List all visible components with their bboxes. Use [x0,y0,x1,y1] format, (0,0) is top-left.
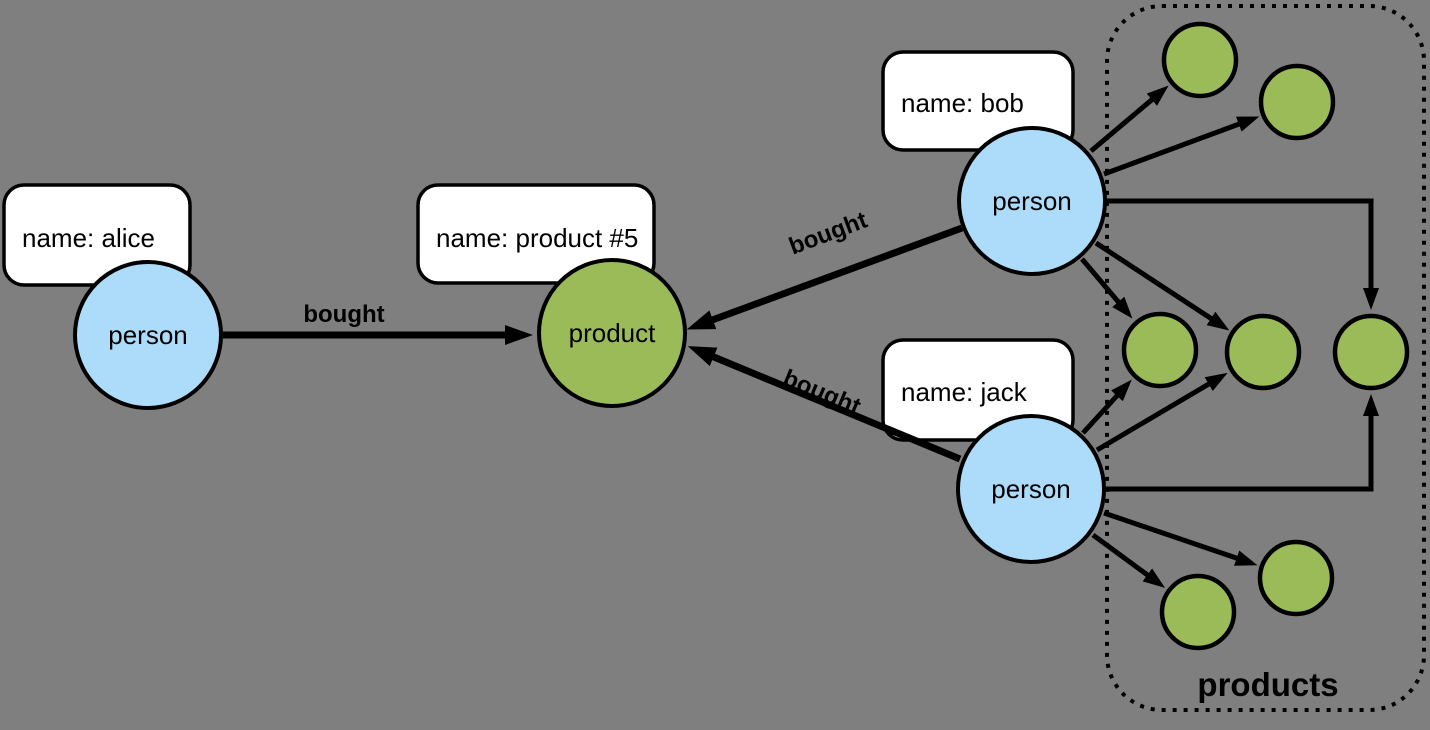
edge-bob-product-d [1094,240,1230,331]
product5-name-box [416,183,656,285]
bob-node-label: person [992,186,1072,216]
products-group-border [1105,4,1426,712]
alice-node-label: person [108,320,188,350]
edge-bob-product-a [1089,85,1169,153]
products-group-label: products [1197,666,1338,703]
product-node-circle-3 [1121,311,1199,389]
jack-node-circle [956,414,1106,564]
alice-name-text: name: alice [22,223,155,253]
edge-bob-product-e [1105,198,1379,310]
product-node-circle-6 [1159,573,1237,651]
edge-jack-product-a [1081,379,1132,435]
bob-name-text: name: bob [901,88,1024,118]
product-node-circle-1 [1161,21,1239,99]
edge-bob-product-c [1080,257,1133,319]
product-node-circle-7 [1257,539,1335,617]
product5-node-label: product [569,318,656,348]
edge-jack-product-b [1095,372,1228,453]
bob-node-circle [957,126,1107,276]
edge-jack-product-e [1105,394,1379,492]
jack-node-label: person [991,474,1071,504]
edge-jack-product-f [1091,532,1166,588]
edge-bob-bought-product [686,224,964,330]
product-node-circle-5 [1332,313,1410,391]
alice-node-circle [73,260,223,410]
product-node-circle-2 [1258,63,1336,141]
edge-bob-product-b [1103,116,1260,177]
edge-jack-product-g [1103,510,1258,566]
product-node-circle-4 [1224,313,1302,391]
alice-bought-label: bought [303,301,384,328]
product5-node-circle [537,258,687,408]
jack-name-text: name: jack [901,377,1028,407]
product5-name-text: name: product #5 [436,223,638,253]
edge-jack-bought-product [687,346,962,463]
